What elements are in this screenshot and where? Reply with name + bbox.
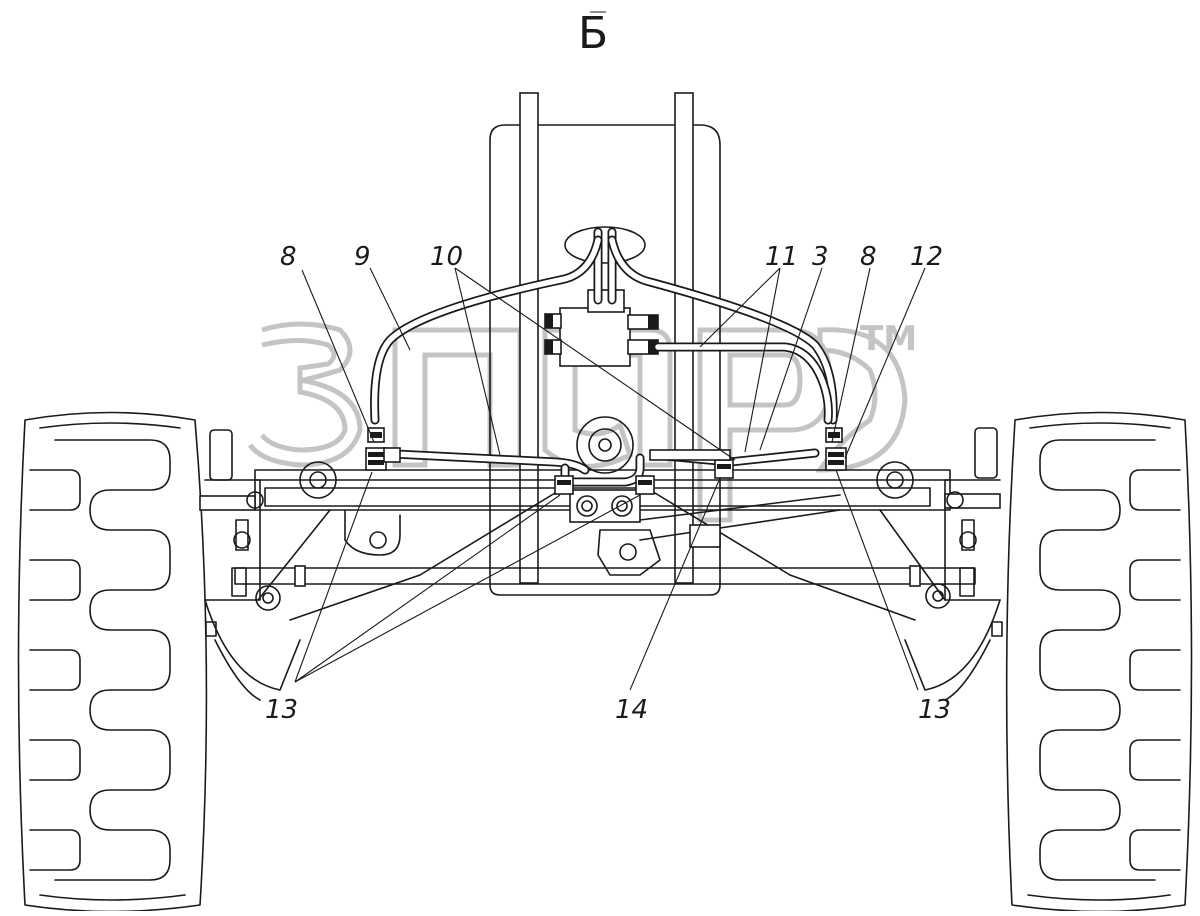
view-label: Б (578, 8, 608, 59)
fittings (365, 427, 847, 495)
callout-8-right: 8 (860, 242, 877, 272)
callout-3: 3 (812, 242, 829, 272)
callout-10: 10 (430, 242, 463, 272)
callouts: 8 9 10 11 3 8 12 13 14 13 (265, 242, 951, 725)
callout-11: 11 (765, 242, 798, 272)
watermark-trademark: TM (860, 319, 917, 359)
callout-8-left: 8 (280, 242, 297, 272)
callout-9: 9 (354, 242, 371, 272)
callout-13-right: 13 (918, 695, 951, 725)
hydraulic-hoses (370, 227, 838, 487)
leader-lines (294, 267, 926, 691)
callout-14: 14 (615, 695, 648, 725)
front-axle (199, 416, 1003, 701)
left-wheel (17, 411, 208, 913)
callout-12: 12 (910, 242, 943, 272)
callout-13-left: 13 (265, 695, 298, 725)
right-wheel (1005, 411, 1193, 913)
